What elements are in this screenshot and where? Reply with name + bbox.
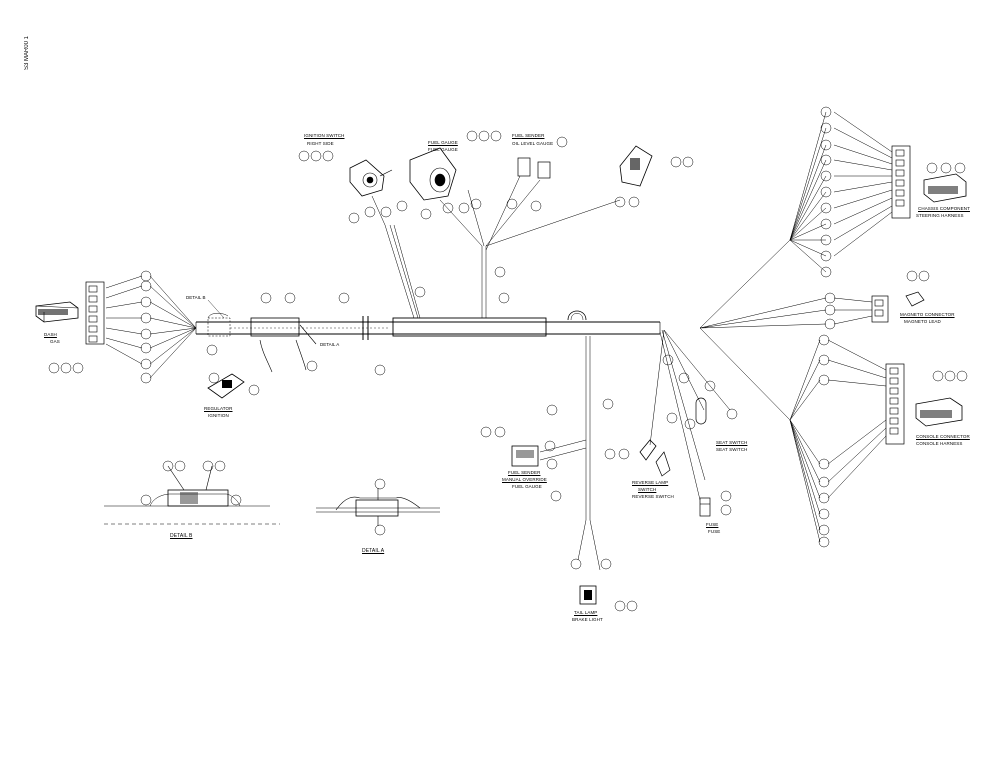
tail-lamp-sub-label: BRAKE LIGHT	[572, 617, 603, 622]
console-label: CONSOLE CONNECTOR	[916, 434, 970, 439]
top-right-connector-icon	[619, 145, 653, 187]
fuse-label: FUSE	[706, 522, 719, 527]
magneto-connector	[871, 291, 925, 323]
chassis-connector	[891, 145, 967, 219]
reverse-lamp-icon	[639, 439, 671, 477]
seat-switch-sub-label: SEAT SWITCH	[716, 447, 748, 452]
dash-connector	[35, 281, 105, 345]
seat-switch-label: SEAT SWITCH	[716, 440, 748, 445]
regulator-sub-label: IGNITION	[208, 413, 229, 418]
main-trunk: DETAIL A DETAIL B	[186, 295, 661, 347]
gauge-sub-label: FUEL GAUGE	[428, 147, 458, 152]
seat-switch-icon	[695, 397, 707, 425]
tail-lamp-icon	[579, 585, 597, 605]
chassis-sub-label: STEERING HARNESS	[916, 213, 964, 218]
regulator-label: REGULATOR	[204, 406, 233, 411]
fuel-sender-mid-label: MANUAL OVERRIDE	[502, 477, 547, 482]
branch-lines	[105, 111, 893, 571]
dash-label: DASH	[44, 332, 57, 337]
dash-sub-label: GAS	[50, 339, 60, 344]
detail-b-ref: DETAIL B	[186, 295, 206, 300]
detail-b-drawing	[104, 465, 280, 525]
reference-bubbles	[48, 106, 968, 612]
fuse-icon	[699, 497, 711, 517]
detail-b-title: DETAIL B	[170, 533, 193, 539]
regulator-icon	[207, 339, 307, 399]
magneto-label: MAGNETO CONNECTOR	[900, 312, 955, 317]
detail-a-drawing	[316, 488, 440, 526]
chassis-label: CHASSIS COMPONENT	[918, 206, 970, 211]
fuel-sender-override-icon	[511, 445, 539, 467]
sender-sub-label: OIL LEVEL GAUGE	[512, 141, 554, 146]
ignition-sub-label: RIGHT SIDE	[307, 141, 334, 146]
ignition-label: IGNITION SWITCH	[304, 133, 345, 138]
fuel-sender-icon	[517, 157, 551, 179]
magneto-sub-label: MAGNETO LEAD	[904, 319, 941, 324]
tail-lamp-label: TAIL LAMP	[574, 610, 598, 615]
ignition-switch-icon	[349, 159, 393, 197]
fuel-gauge-icon	[409, 147, 457, 201]
fuel-sender-sub-label: FUEL GAUGE	[512, 484, 542, 489]
fuse-sub-label: FUSE	[708, 529, 721, 534]
reverse-lamp-label: REVERSE LAMP	[632, 480, 669, 485]
fuel-sender-label: FUEL SENDER	[508, 470, 541, 475]
detail-a-title: DETAIL A	[362, 548, 385, 554]
gauge-label: FUEL GAUGE	[428, 140, 458, 145]
reverse-sub-label: REVERSE SWITCH	[632, 494, 674, 499]
console-connector	[885, 363, 963, 445]
console-sub-label: CONSOLE HARNESS	[916, 441, 963, 446]
detail-a-ref: DETAIL A	[320, 342, 339, 347]
sender-label: FUEL SENDER	[512, 133, 545, 138]
reverse-mid-label: SWITCH	[638, 487, 657, 492]
